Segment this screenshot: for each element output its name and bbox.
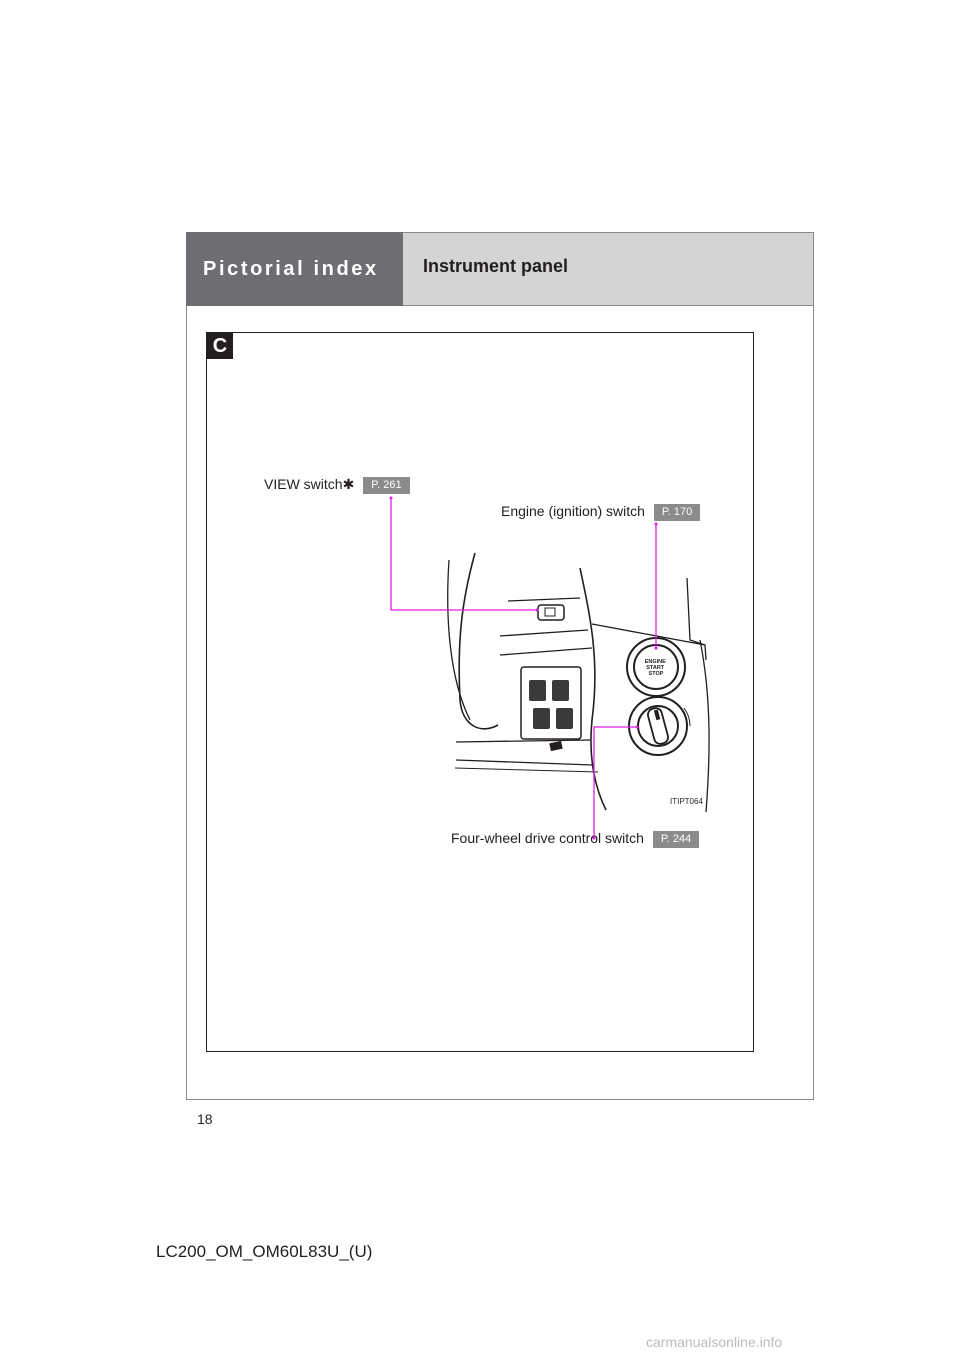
view-switch-label: VIEW switch	[264, 476, 343, 492]
small-vent-mark	[549, 740, 563, 752]
view-switch-leader-line	[390, 498, 537, 611]
dashboard-lower-line	[499, 647, 593, 656]
lower-dash-line-2	[455, 759, 593, 766]
four-wheel-drive-label: Four-wheel drive control switch	[451, 830, 644, 846]
engine-switch-page-ref[interactable]: P. 170	[653, 503, 701, 521]
upper-right-panel	[686, 577, 707, 661]
view-switch-page-ref[interactable]: P. 261	[363, 476, 410, 494]
figure-frame	[206, 332, 754, 1052]
lower-dash-line-3	[454, 767, 599, 773]
figure-image-id: ITIPT064	[670, 797, 703, 806]
four-wheel-drive-page-ref[interactable]: P. 244	[652, 830, 700, 848]
section-tab: Pictorial index	[186, 232, 403, 306]
console-right-edge	[699, 639, 710, 813]
steering-column-outline	[458, 552, 499, 730]
option-marker: ✱	[342, 476, 355, 492]
figure-badge: C	[207, 333, 233, 359]
engine-switch-label: Engine (ignition) switch	[501, 503, 645, 519]
engine-start-button-text: ENGINE START STOP	[645, 659, 668, 677]
console-trim-line	[591, 623, 706, 646]
view-switch-icon	[537, 604, 565, 621]
watermark: carmanualsonline.info	[646, 1334, 783, 1350]
view-switch-callout: VIEW switch✱ P. 261	[264, 476, 410, 494]
lower-dash-line-1	[455, 739, 591, 743]
steering-wheel-edge	[447, 559, 471, 721]
page-title: Instrument panel	[423, 256, 569, 276]
engine-switch-callout: Engine (ignition) switch P. 170	[501, 503, 701, 521]
page-number: 18	[197, 1111, 213, 1127]
document-code: LC200_OM_OM60L83U_(U)	[156, 1242, 373, 1261]
dashboard-top-line	[507, 597, 581, 602]
dashboard-mid-line	[499, 629, 589, 637]
dial-knob-ridge	[647, 707, 669, 745]
console-left-curve	[579, 567, 607, 811]
four-wheel-drive-leader-line	[593, 726, 637, 838]
four-wheel-drive-callout: Four-wheel drive control switch P. 244	[451, 830, 700, 848]
